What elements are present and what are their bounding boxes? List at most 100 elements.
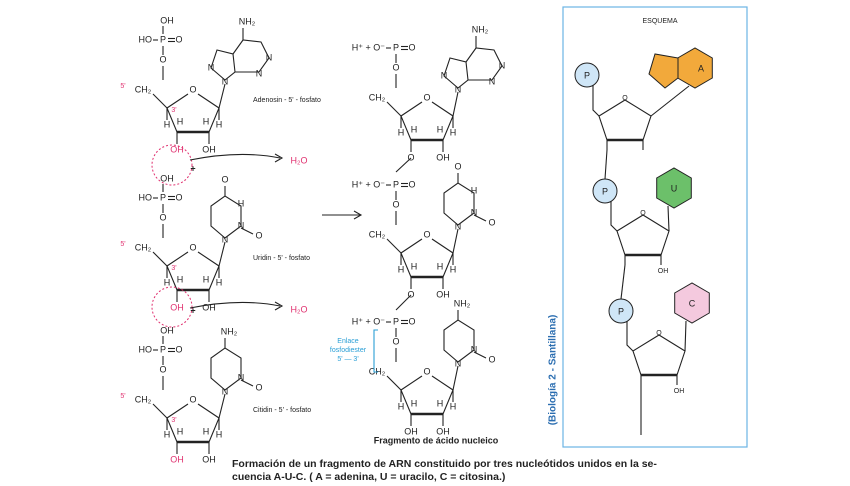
bond	[452, 228, 459, 254]
oxygen-atom: O	[408, 42, 415, 52]
bond	[152, 403, 168, 419]
base-letter: U	[671, 183, 678, 193]
base-pentagon	[648, 53, 679, 89]
hydrogen-atom: H	[164, 119, 171, 129]
hydrogen-atom: H	[216, 277, 223, 287]
hydrogen-atom: H	[177, 426, 184, 436]
enlace-label: fosfodiester	[330, 347, 367, 354]
ring-oxygen: O	[423, 92, 430, 102]
ring-oxygen: O	[423, 229, 430, 239]
hydroxyl-label: OH	[674, 388, 685, 395]
phosphorus-atom: P	[160, 192, 166, 202]
phosphodiester-link	[395, 157, 412, 173]
oxygen-atom: O	[488, 354, 495, 364]
ch2-group: CH₂	[135, 242, 152, 252]
phosphate-group: PH⁺ + O⁻OO	[352, 179, 416, 209]
glycosidic-bond	[684, 320, 687, 352]
arrow-head	[274, 153, 284, 163]
nitrogen-atom: N	[455, 221, 462, 231]
caption-line-2: cuencia A-U-C. ( A = adenina, U = uracil…	[232, 471, 506, 483]
ring-oxygen: O	[640, 210, 646, 217]
phosphate-left: HO	[139, 192, 153, 202]
bond	[443, 182, 475, 226]
hydroxyl-label: OH	[202, 302, 216, 312]
amino-group: NH₂	[221, 326, 238, 336]
hydroxyl-label: OH	[160, 173, 174, 183]
hydroxyl-label: OH	[658, 268, 669, 275]
hydrogen-atom: H	[437, 124, 444, 134]
carbon-3-substituent: OH	[170, 144, 184, 154]
bond	[452, 91, 459, 117]
hydrogen-atom: H	[203, 426, 210, 436]
oxygen-atom: O	[255, 230, 262, 240]
oxygen-atom: O	[392, 199, 399, 209]
bond	[240, 379, 254, 387]
oxygen-atom: O	[408, 179, 415, 189]
base-letter: C	[689, 298, 696, 308]
hydrogen-atom: H	[203, 274, 210, 284]
phosphodiester-link	[395, 294, 412, 311]
hydrogen-atom: H	[411, 398, 418, 408]
carbon-5-label: 5'	[120, 241, 125, 248]
bond	[210, 195, 242, 239]
bond	[152, 93, 168, 109]
nitrogen-atom: N	[222, 234, 229, 244]
bond	[473, 351, 487, 359]
reaction-arrow	[189, 153, 281, 161]
amino-group: NH₂	[454, 298, 471, 308]
hydroxyl-label: OH	[160, 325, 174, 335]
arrow-head	[274, 301, 284, 311]
hydrogen-atom: H	[164, 429, 171, 439]
backbone-bond	[610, 201, 618, 232]
nitrogen-atom: N	[471, 207, 478, 217]
oxygen-atom: O	[175, 344, 182, 354]
hydrogen-atom: H	[471, 185, 478, 195]
oxygen-atom: O	[159, 212, 166, 222]
phosphate-left: H⁺ + O⁻	[352, 179, 386, 189]
nitrogen-atom: N	[222, 76, 229, 86]
phosphorus-atom: P	[160, 34, 166, 44]
caption-line-1: Formación de un fragmento de ARN constit…	[232, 458, 657, 470]
oxygen-atom: O	[175, 192, 182, 202]
reaction-arrow	[189, 301, 281, 309]
hydrogen-atom: H	[437, 261, 444, 271]
hydroxyl-label: OH	[202, 144, 216, 154]
carbon-3-substituent: OH	[170, 302, 184, 312]
phosphate-circle	[574, 62, 600, 88]
ch2-group: CH₂	[369, 229, 386, 239]
nitrogen-atom: N	[499, 60, 506, 70]
nitrogen-atom: N	[222, 386, 229, 396]
schema-title: ESQUEMA	[642, 18, 677, 25]
phosphate-left: H⁺ + O⁻	[352, 42, 386, 52]
phosphate-group: PH⁺ + O⁻OO	[352, 316, 416, 346]
hydrogen-atom: H	[398, 127, 405, 137]
hydrogen-atom: H	[238, 198, 245, 208]
base-letter: A	[698, 63, 704, 73]
carbon-3-substituent: O	[407, 289, 414, 299]
hydrogen-atom: H	[450, 264, 457, 274]
hydroxyl-label: OH	[436, 289, 450, 299]
phosphate-letter: P	[584, 70, 590, 80]
arrow-head	[353, 210, 363, 220]
hydrogen-atom: H	[411, 261, 418, 271]
molecule-name: Uridin - 5' - fosfato	[253, 255, 310, 262]
hydrogen-atom: H	[411, 124, 418, 134]
ch2-group: CH₂	[369, 366, 386, 376]
carbon-3-label: 3'	[171, 265, 176, 272]
ring-oxygen: O	[189, 242, 196, 252]
carbon-3-label: 3'	[171, 107, 176, 114]
